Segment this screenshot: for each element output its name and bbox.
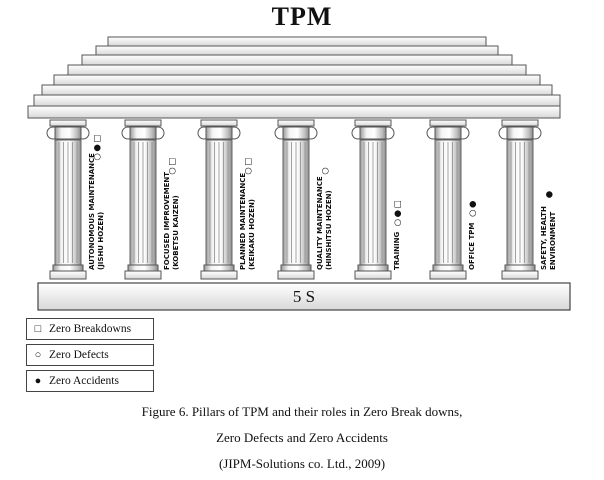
diagram-title: TPM — [271, 2, 333, 31]
pillar-symbol: ● — [468, 201, 478, 208]
pillar-symbol: ○ — [168, 167, 178, 174]
roof-step — [41, 84, 553, 96]
caption-line-3: (JIPM-Solutions co. Ltd., 2009) — [218, 456, 386, 471]
roof-step — [53, 74, 541, 86]
pillar-label: SAFETY, HEALTH — [540, 206, 548, 270]
legend-item-defects: ○ Zero Defects — [26, 344, 154, 366]
pillar-column — [121, 119, 165, 280]
filled-circle-icon: ● — [34, 375, 42, 387]
architrave — [27, 105, 561, 119]
pillar-column — [351, 119, 395, 280]
temple-roof — [27, 36, 561, 119]
pillar-symbol: ○ — [93, 153, 103, 160]
pillar-label: QUALITY MAINTENANCE — [316, 176, 324, 270]
pillar-symbol: ● — [393, 210, 403, 217]
pillar-symbol: ● — [545, 191, 555, 198]
pillar-label: AUTONOMOUS MAINTENANCE — [88, 153, 96, 270]
roof-step — [107, 36, 487, 47]
pillar-sublabel: (JISHU HOZEN) — [97, 212, 105, 270]
pillar-symbol: □ — [244, 158, 254, 166]
circle-icon: ○ — [34, 349, 42, 361]
pillar-sublabel: (KOBETSU KAIZEN) — [172, 195, 180, 270]
pillar-symbol: ○ — [321, 167, 331, 174]
pillar-symbol: ● — [93, 144, 103, 151]
pillar-sublabel: (KEIKAKU HOZEN) — [248, 199, 256, 270]
caption-line-2: Zero Defects and Zero Accidents — [216, 430, 388, 445]
pillar-symbol: □ — [93, 135, 103, 143]
pillar-column — [426, 119, 470, 280]
pillars-group: AUTONOMOUS MAINTENANCE(JISHU HOZEN)○●□FO… — [46, 119, 557, 280]
roof-step — [81, 54, 513, 66]
legend-label: Zero Defects — [49, 349, 109, 361]
pillar-symbol: □ — [393, 200, 403, 208]
pillar-label: FOCUSED IMPROVEMENT — [163, 172, 171, 270]
square-icon: □ — [34, 323, 42, 335]
pillar-column — [498, 119, 542, 280]
pillar-column — [46, 119, 90, 280]
pillar-symbol: ○ — [468, 210, 478, 217]
temple-base: 5 S — [37, 282, 571, 311]
base-label: 5 S — [293, 287, 315, 306]
pillar-column — [274, 119, 318, 280]
pillar-label: OFFICE TPM — [468, 223, 476, 270]
pillar-symbol: ○ — [393, 219, 403, 226]
base-slab — [37, 282, 571, 311]
pillar-column — [197, 119, 241, 280]
legend-label: Zero Accidents — [49, 375, 119, 387]
pillar-symbol: ○ — [244, 167, 254, 174]
roof-step — [67, 64, 527, 76]
pillar-label: PLANNED MAINTENANCE — [239, 173, 247, 270]
roof-step — [33, 94, 561, 107]
pillar-label: TRAINING — [393, 231, 401, 270]
roof-step — [95, 45, 499, 56]
pillar-symbol: □ — [168, 158, 178, 166]
legend-item-breakdowns: □ Zero Breakdowns — [26, 318, 154, 340]
pillar-sublabel: ENVIRONMENT — [549, 212, 557, 270]
caption-line-1: Figure 6. Pillars of TPM and their roles… — [141, 404, 463, 419]
legend-label: Zero Breakdowns — [49, 323, 132, 335]
legend-item-accidents: ● Zero Accidents — [26, 370, 154, 392]
pillar-sublabel: (HINSHITSU HOZEN) — [325, 190, 333, 270]
